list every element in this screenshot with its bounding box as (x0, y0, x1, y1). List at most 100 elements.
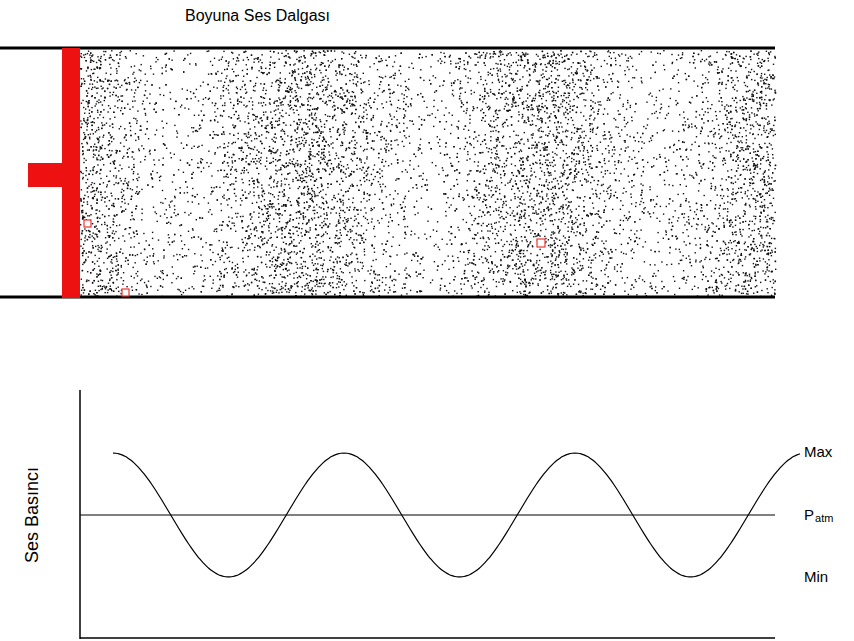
air-particle (494, 170, 495, 171)
air-particle (246, 243, 247, 244)
air-particle (748, 198, 749, 199)
air-particle (92, 241, 93, 242)
air-particle (318, 250, 319, 251)
air-particle (377, 95, 378, 96)
air-particle (678, 131, 679, 132)
air-particle (258, 217, 259, 218)
air-particle (688, 125, 689, 126)
air-particle (604, 248, 605, 249)
air-particle (502, 207, 503, 208)
air-particle (103, 262, 104, 263)
air-particle (129, 109, 130, 110)
air-particle (141, 213, 142, 214)
air-particle (506, 222, 507, 223)
air-particle (717, 69, 718, 70)
air-particle (188, 214, 189, 215)
air-particle (338, 165, 339, 166)
air-particle (357, 261, 358, 262)
air-particle (715, 258, 716, 259)
air-particle (555, 237, 556, 238)
air-particle (482, 141, 483, 142)
air-particle (290, 95, 291, 96)
air-particle (251, 140, 252, 141)
air-particle (601, 66, 602, 67)
air-particle (686, 258, 687, 259)
air-particle (496, 266, 497, 267)
air-particle (405, 234, 406, 235)
air-particle (301, 232, 302, 233)
air-particle (109, 95, 110, 96)
air-particle (630, 289, 631, 290)
air-particle (742, 136, 743, 137)
air-particle (734, 198, 735, 199)
air-particle (751, 194, 752, 195)
air-particle (157, 290, 158, 291)
air-particle (290, 125, 291, 126)
air-particle (360, 210, 361, 211)
air-particle (338, 164, 339, 165)
air-particle (534, 64, 535, 65)
air-particle (253, 192, 254, 193)
air-particle (351, 74, 352, 75)
air-particle (141, 209, 142, 210)
air-particle (524, 218, 525, 219)
air-particle (338, 67, 339, 68)
air-particle (768, 154, 769, 155)
air-particle (527, 140, 528, 141)
air-particle (735, 124, 736, 125)
air-particle (111, 262, 112, 263)
air-particle (618, 54, 619, 55)
air-particle (487, 107, 488, 108)
air-particle (657, 132, 658, 133)
air-particle (299, 57, 300, 58)
air-particle (174, 108, 175, 109)
air-particle (726, 150, 727, 151)
air-particle (682, 278, 683, 279)
air-particle (314, 114, 315, 115)
air-particle (309, 282, 310, 283)
air-particle (571, 54, 572, 55)
air-particle (728, 138, 729, 139)
air-particle (248, 172, 249, 173)
air-particle (504, 59, 505, 60)
air-particle (94, 196, 95, 197)
air-particle (438, 174, 439, 175)
air-particle (448, 269, 449, 270)
air-particle (311, 139, 312, 140)
air-particle (313, 58, 314, 59)
air-particle (529, 179, 530, 180)
air-particle (223, 195, 224, 196)
air-particle (152, 171, 153, 172)
air-particle (531, 279, 532, 280)
air-particle (757, 251, 758, 252)
air-particle (535, 70, 536, 71)
air-particle (201, 145, 202, 146)
air-particle (380, 137, 381, 138)
air-particle (535, 210, 536, 211)
air-particle (545, 214, 546, 215)
air-particle (247, 116, 248, 117)
air-particle (320, 216, 321, 217)
air-particle (678, 91, 679, 92)
air-particle (664, 180, 665, 181)
air-particle (523, 122, 524, 123)
air-particle (123, 190, 124, 191)
air-particle (723, 208, 724, 209)
air-particle (344, 281, 345, 282)
air-particle (445, 146, 446, 147)
air-particle (736, 271, 737, 272)
air-particle (270, 290, 271, 291)
air-particle (140, 280, 141, 281)
air-particle (261, 54, 262, 55)
air-particle (134, 92, 135, 93)
air-particle (241, 200, 242, 201)
air-particle (764, 79, 765, 80)
air-particle (407, 226, 408, 227)
air-particle (336, 212, 337, 213)
air-particle (267, 125, 268, 126)
air-particle (561, 292, 562, 293)
air-particle (133, 267, 134, 268)
air-particle (314, 185, 315, 186)
air-particle (731, 248, 732, 249)
air-particle (492, 268, 493, 269)
